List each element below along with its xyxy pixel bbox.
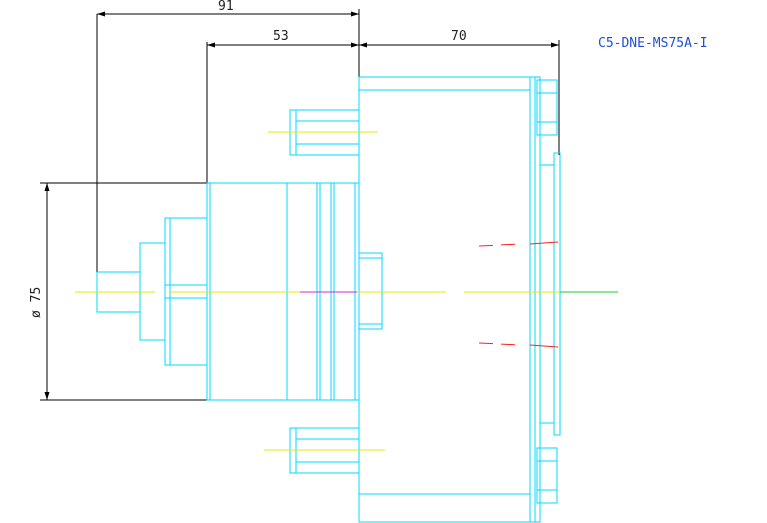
dim-53-label: 53 bbox=[273, 29, 289, 44]
dim-70-label: 70 bbox=[451, 29, 467, 44]
hidden-lines bbox=[478, 241, 559, 348]
dimension-arrows bbox=[44, 11, 559, 400]
part-outline bbox=[96, 76, 561, 523]
dim-91-label: 91 bbox=[218, 0, 234, 14]
dim-diameter-label: ø 75 bbox=[29, 287, 44, 318]
dimension-lines bbox=[40, 9, 560, 401]
centerlines bbox=[75, 131, 618, 451]
part-number-label: C5-DNE-MS75A-I bbox=[598, 36, 708, 51]
